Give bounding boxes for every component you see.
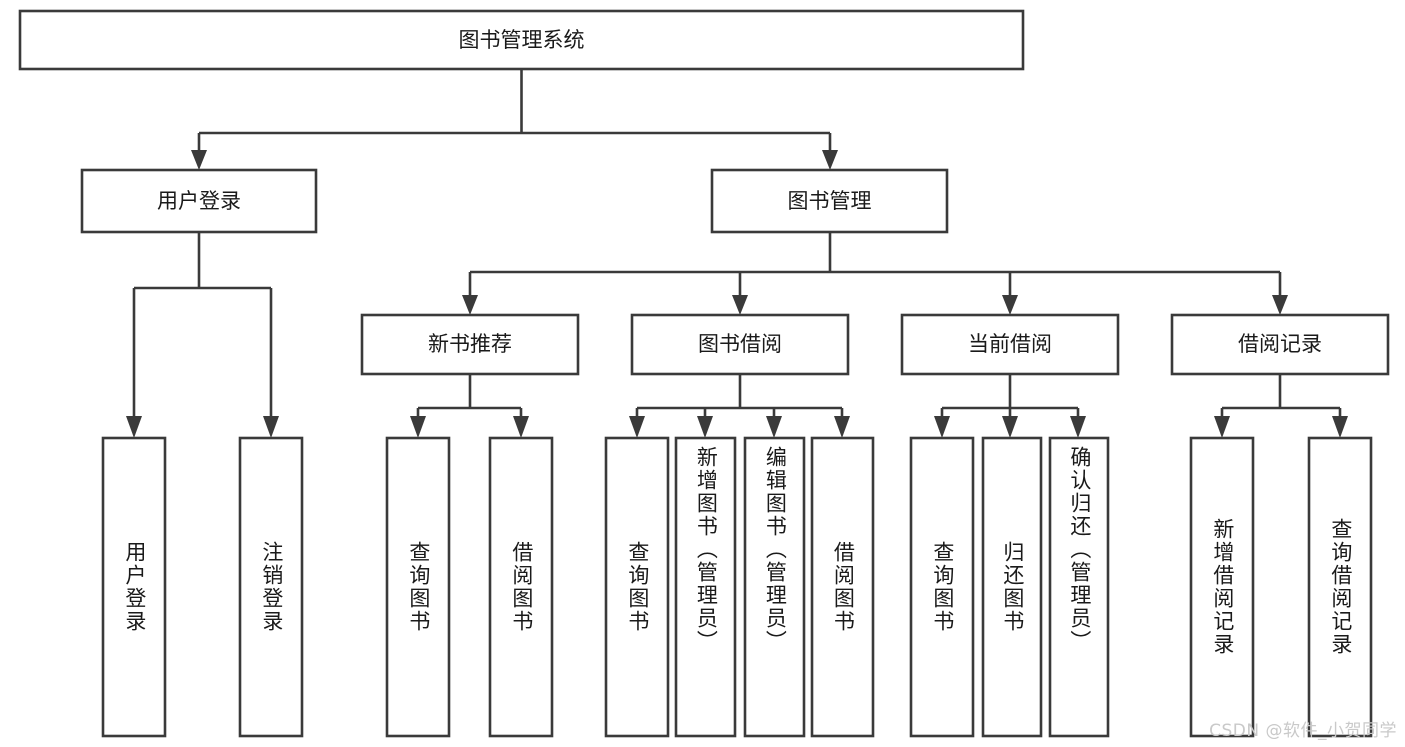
leaf-box-borrow-book-2[interactable] xyxy=(810,436,875,738)
node-borrow-record-box[interactable] xyxy=(1170,313,1390,376)
node-current-borrow[interactable]: 当前借阅 xyxy=(900,313,1120,376)
leaf-box-return-book[interactable] xyxy=(981,436,1043,738)
leaf-box-confirm-return[interactable] xyxy=(1048,436,1110,738)
leaf-box-add-book[interactable] xyxy=(674,436,737,738)
node-borrow-record-label: 借阅记录 xyxy=(1238,332,1322,356)
arrowhead-borrow-leaf4 xyxy=(834,416,850,438)
arrowhead-borrow xyxy=(732,295,748,315)
leaf-box-borrow-book-1[interactable] xyxy=(488,436,554,738)
node-root[interactable]: 图书管理系统 xyxy=(18,9,1025,71)
connectors-current-to-leaves xyxy=(934,374,1086,438)
arrowhead-user-login xyxy=(191,150,207,170)
leaf-box-query-book-1[interactable] xyxy=(385,436,451,738)
arrowhead-leaf-logout xyxy=(263,416,279,438)
watermark-text: CSDN @软件_小贺同学 xyxy=(1209,721,1397,741)
node-borrow-record[interactable]: 借阅记录 xyxy=(1170,313,1390,376)
leaf-box-query-book-3[interactable] xyxy=(909,436,975,738)
arrowhead-record xyxy=(1272,295,1288,315)
arrowhead-current-leaf2 xyxy=(1002,416,1018,438)
node-new-book-recommend-label: 新书推荐 xyxy=(428,332,512,356)
node-current-borrow-label: 当前借阅 xyxy=(968,332,1052,356)
node-user-login[interactable]: 用户登录 xyxy=(80,168,318,234)
node-root-box[interactable] xyxy=(18,9,1025,71)
node-new-book-recommend[interactable]: 新书推荐 xyxy=(360,313,580,376)
arrowhead-book-manage xyxy=(822,150,838,170)
connectors-borrow-to-leaves xyxy=(629,374,850,438)
leaf-box-query-book-2[interactable] xyxy=(604,436,670,738)
leaf-box-logout[interactable] xyxy=(238,436,304,738)
leaf-box-user-login[interactable] xyxy=(101,436,167,738)
arrowhead-record-leaf2 xyxy=(1332,416,1348,438)
node-user-login-box[interactable] xyxy=(80,168,318,234)
node-book-borrow-label: 图书借阅 xyxy=(698,332,782,356)
leaf-box-edit-book[interactable] xyxy=(743,436,806,738)
connectors-booklogin-to-leaves xyxy=(126,232,279,438)
node-book-borrow[interactable]: 图书借阅 xyxy=(630,313,850,376)
node-root-label: 图书管理系统 xyxy=(459,28,585,52)
leaf-boxes[interactable] xyxy=(101,436,1373,738)
node-user-login-label: 用户登录 xyxy=(157,189,241,213)
node-current-borrow-box[interactable] xyxy=(900,313,1120,376)
arrowhead-newbook xyxy=(462,295,478,315)
arrowhead-current xyxy=(1002,295,1018,315)
arrowhead-newbook-leaf2 xyxy=(513,416,529,438)
arrowhead-current-leaf1 xyxy=(934,416,950,438)
connectors-newbook-to-leaves xyxy=(410,374,529,438)
node-book-manage-box[interactable] xyxy=(710,168,949,234)
arrowhead-borrow-leaf1 xyxy=(629,416,645,438)
leaf-box-query-record[interactable] xyxy=(1307,436,1373,738)
arrowhead-borrow-leaf2 xyxy=(697,416,713,438)
connectors-bookmanage-to-level3 xyxy=(462,232,1288,315)
node-book-manage-label: 图书管理 xyxy=(788,189,872,213)
node-book-manage[interactable]: 图书管理 xyxy=(710,168,949,234)
node-new-book-recommend-box[interactable] xyxy=(360,313,580,376)
leaf-box-add-record[interactable] xyxy=(1189,436,1255,738)
arrowhead-record-leaf1 xyxy=(1214,416,1230,438)
arrowhead-leaf-user-login xyxy=(126,416,142,438)
arrowhead-newbook-leaf1 xyxy=(410,416,426,438)
node-book-borrow-box[interactable] xyxy=(630,313,850,376)
arrowhead-borrow-leaf3 xyxy=(766,416,782,438)
connectors-root-to-level2 xyxy=(191,69,838,170)
connectors-record-to-leaves xyxy=(1214,374,1348,438)
arrowhead-current-leaf3 xyxy=(1070,416,1086,438)
